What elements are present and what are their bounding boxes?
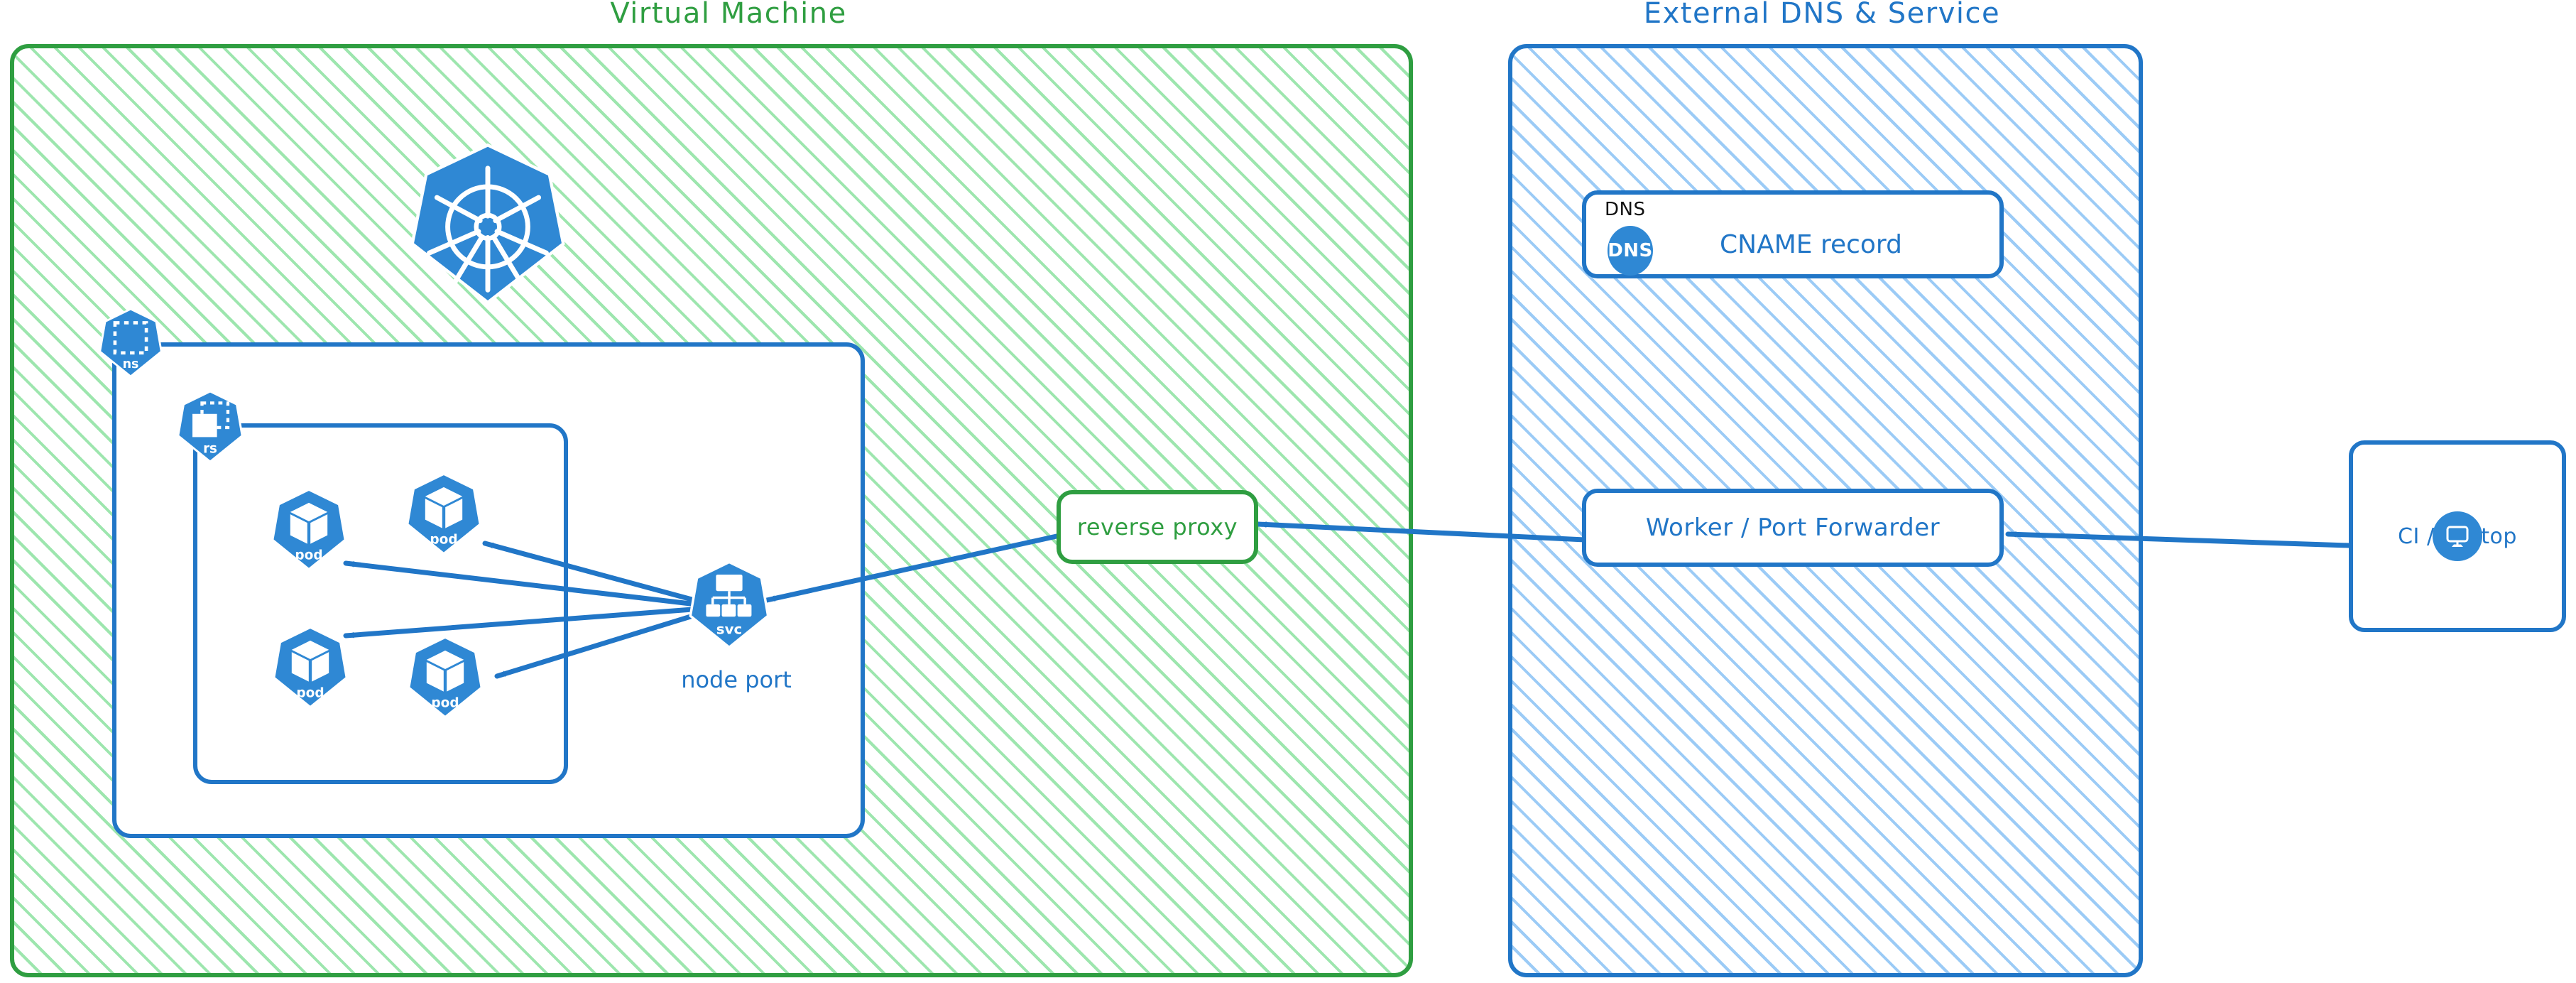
dns-record-card[interactable]: DNS DNS CNAME record — [1582, 190, 2004, 278]
namespace-badge-text: ns — [123, 357, 139, 371]
pod-icon-3: pod — [271, 625, 349, 710]
pod-label-2: pod — [430, 532, 457, 547]
reverse-proxy-card[interactable]: reverse proxy — [1057, 490, 1258, 564]
reverse-proxy-label: reverse proxy — [1076, 514, 1238, 541]
replicaset-container — [193, 423, 568, 784]
ci-laptop-card[interactable]: CI / Laptop — [2349, 440, 2566, 632]
external-zone-title: External DNS & Service — [1643, 0, 2001, 30]
service-badge-text: svc — [716, 621, 742, 638]
pod-label-1: pod — [295, 548, 322, 563]
replicaset-badge-text: rs — [203, 441, 217, 456]
worker-port-forwarder-card[interactable]: Worker / Port Forwarder — [1582, 489, 2004, 567]
cname-record-label: CNAME record — [1720, 230, 1902, 259]
dns-badge-icon: DNS — [1608, 226, 1653, 276]
worker-port-forwarder-label: Worker / Port Forwarder — [1645, 514, 1941, 542]
pod-icon-1: pod — [270, 487, 348, 572]
monitor-icon — [2433, 511, 2482, 561]
namespace-icon: ns — [98, 307, 163, 379]
vm-zone-title: Virtual Machine — [610, 0, 847, 30]
pod-icon-2: pod — [405, 472, 483, 557]
node-port-caption: node port — [681, 666, 792, 693]
pod-icon-4: pod — [406, 635, 484, 720]
pod-label-4: pod — [431, 695, 459, 710]
replicaset-icon: rs — [176, 389, 244, 465]
kubernetes-logo — [410, 142, 566, 305]
service-icon: svc — [687, 560, 771, 651]
dns-card-kicker: DNS — [1605, 199, 1646, 220]
pod-label-3: pod — [296, 685, 324, 700]
